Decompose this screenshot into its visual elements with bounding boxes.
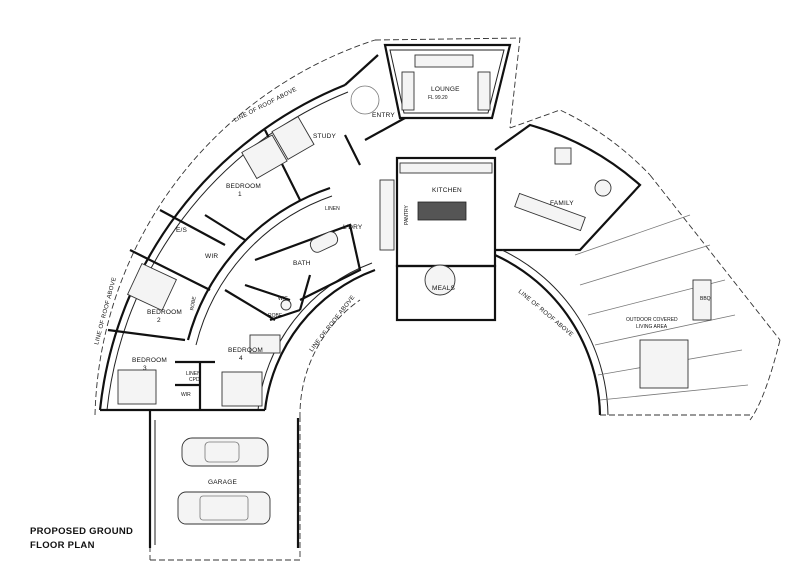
label-kitchen: KITCHEN bbox=[432, 187, 462, 194]
car-sedan bbox=[181, 437, 269, 467]
label-roof-inner: LINE OF ROOF ABOVE bbox=[309, 295, 357, 354]
bathtub bbox=[309, 231, 339, 253]
bbq-unit bbox=[692, 279, 712, 321]
label-wir-1: WIR bbox=[205, 253, 218, 260]
label-roof-upper: LINE OF ROOF ABOVE bbox=[233, 87, 298, 124]
lounge-walls bbox=[383, 43, 512, 120]
label-lounge: LOUNGE bbox=[431, 86, 460, 93]
label-robe-4: ROBE bbox=[268, 313, 283, 319]
bath-walls bbox=[254, 223, 362, 311]
car-suv bbox=[177, 491, 271, 525]
bed-1 bbox=[241, 134, 288, 180]
meals-table bbox=[424, 264, 456, 296]
plan-title-line-1: PROPOSED GROUND bbox=[30, 526, 133, 537]
label-meals: MEALS bbox=[432, 285, 456, 292]
label-ensuite: E/S bbox=[176, 227, 188, 234]
bed-furniture bbox=[117, 262, 281, 407]
label-bath: BATH bbox=[293, 260, 311, 267]
label-garage: GARAGE bbox=[208, 479, 237, 486]
garage-walls bbox=[148, 410, 300, 548]
label-linen: LINEN bbox=[325, 206, 340, 212]
label-bedroom-2-num: 2 bbox=[157, 317, 161, 324]
outdoor-table bbox=[639, 339, 689, 389]
study-desk bbox=[271, 116, 315, 160]
kitchen-bench bbox=[399, 162, 493, 174]
family-table bbox=[514, 192, 586, 232]
family-chair-2 bbox=[594, 179, 612, 197]
roof-outline bbox=[94, 37, 781, 561]
label-family: FAMILY bbox=[550, 200, 574, 207]
label-wc: W/C bbox=[278, 296, 288, 302]
label-bedroom-4-num: 4 bbox=[239, 355, 243, 362]
outdoor-deck bbox=[494, 214, 750, 416]
label-wir-3: WIR bbox=[181, 392, 191, 398]
toilet bbox=[280, 299, 292, 311]
lounge-armchair-right bbox=[477, 71, 491, 111]
label-bbq: BBQ bbox=[700, 296, 711, 302]
label-bedroom-3-num: 3 bbox=[143, 365, 147, 372]
label-outdoor-2: LIVING AREA bbox=[636, 324, 668, 330]
label-linen-cpd-2: CPD bbox=[189, 377, 200, 383]
label-bedroom-2: BEDROOM bbox=[147, 309, 182, 316]
pantry-shelving bbox=[379, 179, 395, 251]
label-bedroom-4: BEDROOM bbox=[228, 347, 263, 354]
label-outdoor-1: OUTDOOR COVERED bbox=[626, 317, 678, 323]
label-pantry: PANTRY bbox=[404, 205, 410, 225]
label-bedroom-3: BEDROOM bbox=[132, 357, 167, 364]
label-entry: ENTRY bbox=[372, 112, 395, 119]
bed-4 bbox=[221, 371, 263, 407]
lounge-sofa bbox=[414, 54, 474, 68]
living-core-walls bbox=[379, 123, 642, 322]
kitchen-island bbox=[417, 201, 467, 221]
lounge-armchair-left bbox=[401, 71, 415, 111]
label-laundry: L'DRY bbox=[343, 224, 363, 231]
label-linen-cpd-1: LINEN bbox=[186, 371, 201, 377]
label-bedroom-1-num: 1 bbox=[238, 191, 242, 198]
bedroom-4-desk bbox=[249, 334, 281, 354]
label-lounge-level: FL 99.20 bbox=[428, 95, 448, 101]
plan-title-line-2: FLOOR PLAN bbox=[30, 540, 95, 551]
family-chair-1 bbox=[554, 147, 572, 165]
label-robe: ROBE bbox=[189, 295, 197, 311]
label-bedroom-1: BEDROOM bbox=[226, 183, 261, 190]
bed-3 bbox=[117, 369, 157, 405]
bed-2 bbox=[126, 262, 178, 312]
label-study: STUDY bbox=[313, 133, 336, 140]
entry-study-walls bbox=[241, 54, 406, 180]
